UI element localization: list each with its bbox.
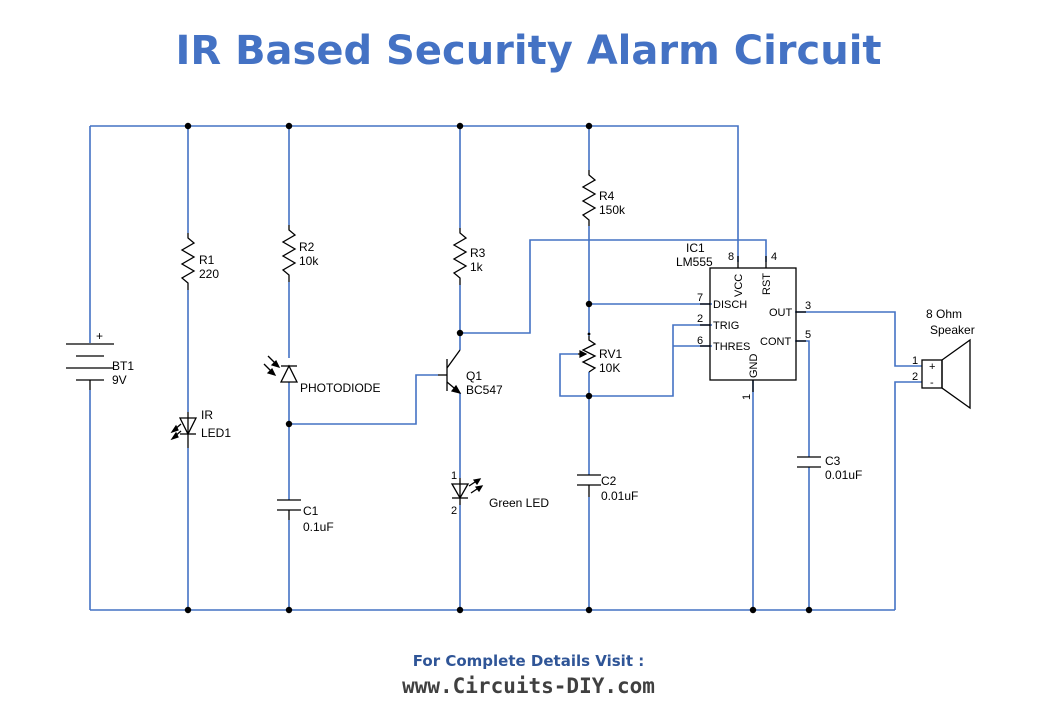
- junction-dot: [749, 606, 757, 614]
- resistor-r1-symbol: [180, 233, 196, 290]
- ic1-pin-vcc-label: VCC: [733, 274, 745, 297]
- junction-dot: [184, 606, 192, 614]
- ir-led-ref: IR: [201, 408, 213, 422]
- junction-dot: [585, 300, 593, 308]
- r4-value: 150k: [599, 203, 626, 217]
- c2-ref: C2: [601, 474, 617, 488]
- transistor-q1-symbol: [438, 349, 462, 394]
- r3-ref: R3: [470, 246, 486, 260]
- footer-url[interactable]: www.Circuits-DIY.com: [402, 674, 655, 698]
- q1-value: BC547: [466, 383, 503, 397]
- speaker-label-line2: Speaker: [930, 323, 975, 337]
- green-led-pin1: 1: [451, 470, 457, 482]
- footer-visit-text: For Complete Details Visit :: [412, 652, 645, 670]
- speaker-pin2: 2: [912, 371, 918, 383]
- capacitor-c1-symbol: [277, 499, 301, 520]
- junction-dot: [456, 606, 464, 614]
- speaker-minus: -: [930, 377, 934, 389]
- rv1-value: 10K: [599, 361, 620, 375]
- junction-dot: [805, 606, 813, 614]
- junction-dot: [585, 606, 593, 614]
- page-title: IR Based Security Alarm Circuit: [175, 28, 882, 74]
- c3-ref: C3: [825, 454, 841, 468]
- r4-ref: R4: [599, 189, 615, 203]
- speaker-plus: +: [929, 361, 935, 373]
- green-led-symbol: [450, 478, 484, 505]
- r3-value: 1k: [470, 260, 484, 274]
- junction-dot: [285, 420, 293, 428]
- ic1-pin3-number: 3: [805, 300, 811, 312]
- capacitor-c2-symbol: [577, 474, 601, 497]
- ic1-pin6-number: 6: [697, 335, 703, 347]
- wire-speaker-return: [894, 381, 922, 610]
- capacitor-c3-symbol: [797, 456, 821, 468]
- junction-dot: [456, 329, 464, 337]
- potentiometer-rv1-symbol: [578, 332, 597, 373]
- wire-cont: [795, 340, 810, 610]
- c1-value: 0.1uF: [303, 520, 334, 534]
- green-led-label: Green LED: [489, 496, 549, 510]
- ic1-ref: IC1: [686, 241, 705, 255]
- r2-value: 10k: [299, 254, 319, 268]
- ir-led-value: LED1: [201, 426, 231, 440]
- ic1-pin4-number: 4: [771, 251, 777, 263]
- r2-ref: R2: [299, 240, 315, 254]
- ic1-pin-out-label: OUT: [769, 307, 793, 319]
- c1-ref: C1: [303, 504, 319, 518]
- ic1-pin5-number: 5: [805, 329, 811, 341]
- rv1-ref: RV1: [599, 347, 622, 361]
- ic1-pin-cont-label: CONT: [760, 336, 791, 348]
- ic1-pin7-number: 7: [697, 292, 703, 304]
- wire-top-rail: [90, 125, 739, 262]
- c3-value: 0.01uF: [825, 468, 862, 482]
- resistor-r3-symbol: [452, 228, 468, 285]
- ic1-pin-rst-label: RST: [761, 273, 773, 295]
- junction-dot: [585, 122, 593, 130]
- ic1-pin-disch-label: DISCH: [713, 299, 747, 311]
- ic1-pin-thres-label: THRES: [713, 341, 750, 353]
- wire-rv1-trig: [559, 324, 712, 397]
- speaker-pin1: 1: [912, 355, 918, 367]
- ic1-pin-gnd-label: GND: [748, 354, 760, 379]
- battery-symbol: [66, 343, 114, 390]
- resistor-r2-symbol: [281, 225, 297, 282]
- c2-value: 0.01uF: [601, 489, 638, 503]
- ic1-value: LM555: [676, 255, 713, 269]
- wires: [89, 125, 922, 611]
- photodiode-label: PHOTODIODE: [300, 381, 380, 395]
- junction-dot: [184, 122, 192, 130]
- junctions: [184, 122, 813, 614]
- green-led-pin2: 2: [451, 505, 457, 517]
- battery-ref: BT1: [112, 359, 134, 373]
- ic1-pin1-number: 1: [741, 394, 753, 400]
- junction-dot: [585, 392, 593, 400]
- speaker-label-line1: 8 Ohm: [926, 307, 962, 321]
- ic1-lm555-symbol: [700, 256, 806, 392]
- wire-collector-rst: [460, 239, 767, 334]
- ir-led-symbol: [170, 412, 198, 448]
- resistor-r4-symbol: [581, 170, 597, 226]
- wire-out: [795, 311, 922, 367]
- r1-ref: R1: [199, 253, 215, 267]
- junction-dot: [285, 122, 293, 130]
- photodiode-symbol: [263, 355, 299, 383]
- q1-ref: Q1: [466, 369, 482, 383]
- ic1-pin-trig-label: TRIG: [713, 320, 739, 332]
- battery-value: 9V: [112, 373, 127, 387]
- junction-dot: [285, 606, 293, 614]
- speaker-symbol: [921, 338, 971, 410]
- junction-dot: [456, 122, 464, 130]
- battery-plus: +: [96, 329, 103, 343]
- wire-to-base: [289, 374, 438, 425]
- ic1-pin8-number: 8: [728, 251, 734, 263]
- ic1-pin2-number: 2: [697, 313, 703, 325]
- r1-value: 220: [199, 267, 219, 281]
